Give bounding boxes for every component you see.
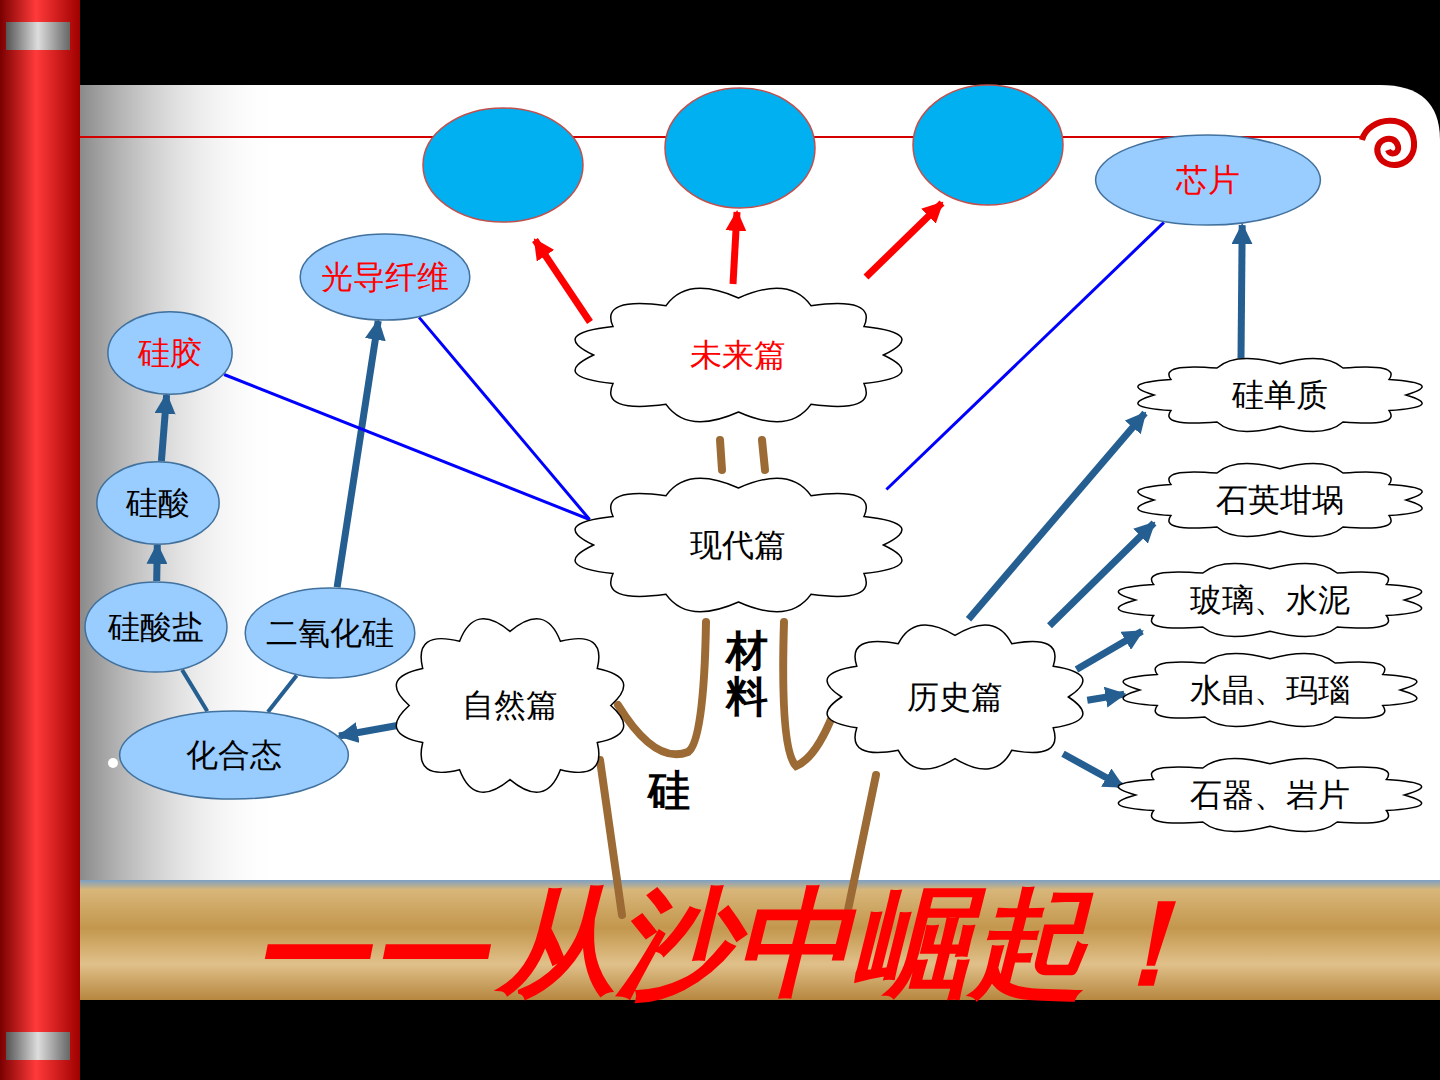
- ellipse-node: 硅酸盐: [84, 581, 228, 673]
- node-text: 化合态: [186, 736, 282, 774]
- connector: [182, 670, 207, 711]
- connector: [337, 321, 378, 587]
- cloud-node: 自然篇: [390, 608, 630, 803]
- cloud-node: 水晶、玛瑙: [1115, 649, 1425, 731]
- ellipse-node: 二氧化硅: [244, 587, 416, 679]
- node-text: 石英坩埚: [1216, 481, 1344, 519]
- connector: [886, 222, 1164, 489]
- node-text: 石器、岩片: [1190, 776, 1350, 814]
- connector: [1241, 225, 1242, 358]
- cloud-node: 未来篇: [566, 280, 911, 430]
- node-text: 二氧化硅: [266, 614, 394, 652]
- connector: [1063, 754, 1123, 787]
- connector: [339, 725, 399, 736]
- cloud-node: 硅单质: [1130, 354, 1430, 436]
- connector: [969, 413, 1146, 619]
- node-text: 未来篇: [690, 336, 786, 374]
- node-text: 光导纤维: [321, 258, 449, 296]
- connector: [268, 675, 297, 712]
- node-text: 水晶、玛瑙: [1190, 671, 1350, 709]
- trunk-label: 硅: [648, 768, 690, 814]
- node-text: 硅酸: [126, 484, 190, 522]
- connector: [224, 375, 589, 520]
- node-text: 硅胶: [138, 334, 202, 372]
- node-text: 现代篇: [690, 526, 786, 564]
- connector: [1087, 694, 1124, 700]
- node-text: 芯片: [1176, 161, 1240, 199]
- node-text: 硅单质: [1232, 376, 1328, 414]
- node-text: 历史篇: [907, 678, 1003, 716]
- cloud-node: 玻璃、水泥: [1110, 559, 1430, 641]
- connector: [153, 545, 161, 581]
- node-text: 自然篇: [462, 686, 558, 724]
- ellipse-node: 硅酸: [96, 461, 220, 545]
- cloud-node: 石器、岩片: [1110, 754, 1430, 836]
- ellipse-node: 硅胶: [107, 311, 233, 395]
- cloud-node: 现代篇: [566, 470, 911, 620]
- ellipse-node: 光导纤维: [299, 233, 471, 321]
- connector: [161, 395, 166, 461]
- node-text: 玻璃、水泥: [1190, 581, 1350, 619]
- connector: [419, 317, 589, 519]
- trunk-label: 材料: [726, 628, 768, 720]
- node-text: 硅酸盐: [108, 608, 204, 646]
- cloud-node: 石英坩埚: [1130, 459, 1430, 541]
- ellipse-node: 化合态: [118, 710, 350, 800]
- connector: [1077, 631, 1143, 669]
- ellipse-node: 芯片: [1094, 134, 1322, 226]
- cloud-node: 历史篇: [820, 616, 1090, 778]
- slogan-title: ——从沙中崛起！: [262, 884, 1206, 1002]
